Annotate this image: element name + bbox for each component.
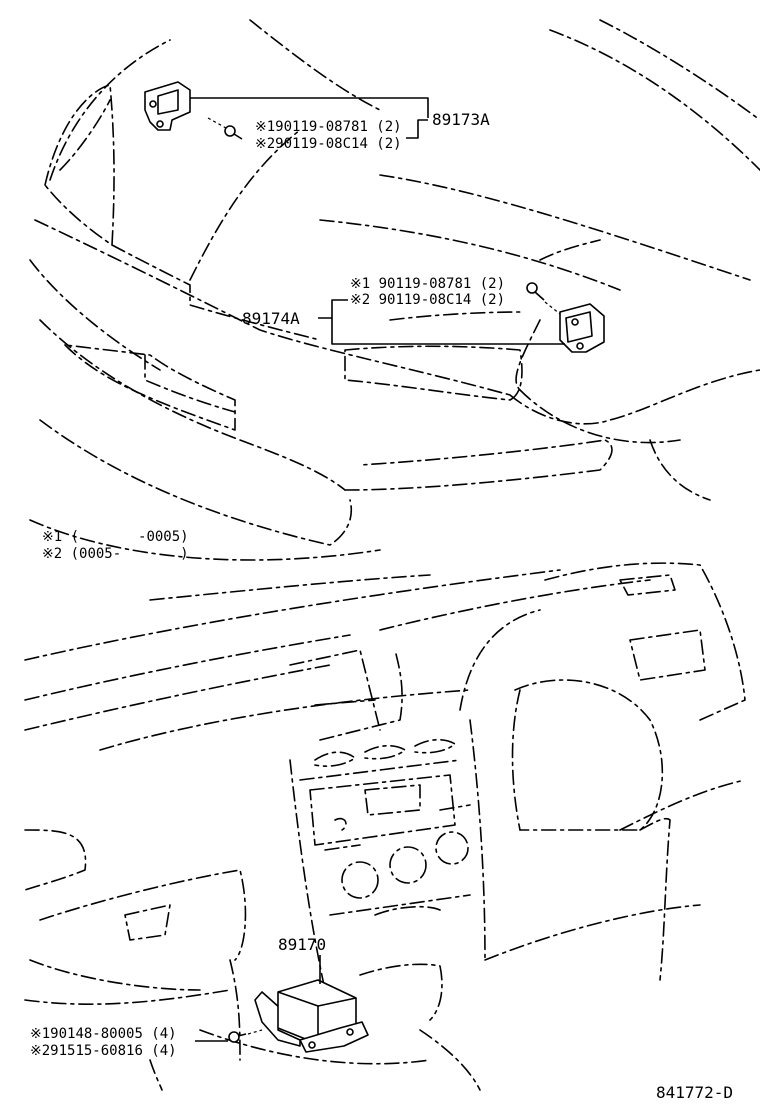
airbag-ecu-bolt-1-label: ※190148-80005 (4) bbox=[30, 1026, 177, 1042]
front-sensor-left-part bbox=[144, 81, 191, 131]
airbag-ecu-bolt-2-label: ※291515-60816 (4) bbox=[30, 1043, 177, 1059]
airbag-ecu-part bbox=[254, 979, 369, 1053]
front-sensor-left-bolt bbox=[207, 117, 243, 140]
airbag-ecu-bolt bbox=[228, 1029, 263, 1043]
front-sensor-right-leaders bbox=[318, 299, 565, 345]
front-sensor-left-bolt-2-label: ※290119-08C14 (2) bbox=[255, 136, 402, 152]
front-sensor-left-leaders bbox=[190, 97, 429, 139]
front-sensor-left-bolt-1-label: ※190119-08781 (2) bbox=[255, 119, 402, 135]
front-sensor-right-bolt bbox=[526, 282, 561, 315]
dashboard-outline bbox=[24, 562, 746, 1091]
front-sensor-left-part-number: 89173A bbox=[432, 110, 490, 129]
note-2: ※2 (0005- ) bbox=[42, 546, 189, 562]
front-sensor-right-part bbox=[559, 303, 605, 353]
front-sensor-right-part-number: 89174A bbox=[242, 309, 300, 328]
car-front-outline bbox=[29, 19, 760, 561]
airbag-ecu-leaders bbox=[195, 955, 321, 1042]
front-sensor-right-bolt-1-label: ※1 90119-08781 (2) bbox=[350, 276, 505, 292]
diagram-code: 841772-D bbox=[656, 1083, 733, 1102]
note-1: ※1 ( -0005) bbox=[42, 529, 189, 545]
front-sensor-right-bolt-2-label: ※2 90119-08C14 (2) bbox=[350, 292, 505, 308]
airbag-ecu-part-number: 89170 bbox=[278, 935, 326, 954]
